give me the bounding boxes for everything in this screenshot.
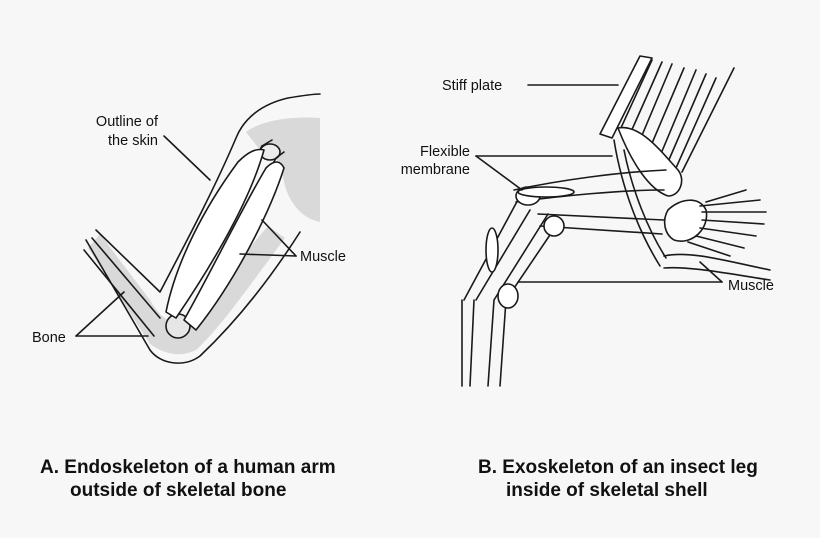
forearm-bone-upper xyxy=(91,237,161,319)
muscle-belly-femur xyxy=(517,186,575,198)
caption-a-line2: outside of skeletal bone xyxy=(70,480,287,501)
label-skin-line1: Outline of xyxy=(96,114,159,130)
distal-muscle-fibers xyxy=(687,189,767,257)
leader-muscle-2 xyxy=(239,253,297,257)
upper-muscle-belly xyxy=(617,126,683,197)
stiff-plate-segment xyxy=(599,55,653,139)
caption-a-line1: A. Endoskeleton of a human arm xyxy=(40,457,336,478)
distal-muscle-belly xyxy=(663,199,708,242)
label-bone: Bone xyxy=(32,330,66,346)
leader-bone-1 xyxy=(75,291,125,337)
flexible-membrane-joint-2 xyxy=(543,215,565,237)
label-flexible-line1: Flexible xyxy=(420,144,470,160)
lower-leg-inner xyxy=(487,213,557,387)
panel-b-insect-leg xyxy=(461,55,771,387)
muscle-tendon xyxy=(261,139,285,159)
label-muscle-b: Muscle xyxy=(728,278,774,294)
forearm-bone-lower xyxy=(83,249,155,337)
skin-outline-upper xyxy=(95,93,321,293)
flexible-membrane-joint-3 xyxy=(497,283,519,309)
triceps-muscle xyxy=(183,161,285,331)
distal-segment xyxy=(663,253,771,281)
apodeme-tendon xyxy=(613,139,667,267)
forearm-shading xyxy=(88,226,285,355)
leader-flexible-1 xyxy=(475,155,523,191)
leader-skin xyxy=(163,135,211,181)
upper-muscle-fibers xyxy=(619,59,735,173)
caption-a: A. Endoskeleton of a human arm outside o… xyxy=(40,456,336,502)
leader-muscle-b-1 xyxy=(699,261,723,283)
label-stiff-plate: Stiff plate xyxy=(442,78,502,94)
muscle-belly-lower xyxy=(485,227,499,273)
biceps-muscle xyxy=(165,148,265,319)
caption-b-line1: B. Exoskeleton of an insect leg xyxy=(478,457,758,478)
caption-b: B. Exoskeleton of an insect leg inside o… xyxy=(478,456,758,502)
skin-outline xyxy=(85,231,301,364)
panel-a-human-arm xyxy=(75,93,321,364)
caption-b-line2: inside of skeletal shell xyxy=(506,480,708,501)
label-skin-line2: the skin xyxy=(108,133,158,149)
label-flexible-line2: membrane xyxy=(401,162,470,178)
label-muscle-a: Muscle xyxy=(300,249,346,265)
lower-leg xyxy=(461,195,531,387)
leader-muscle-1 xyxy=(261,219,297,257)
